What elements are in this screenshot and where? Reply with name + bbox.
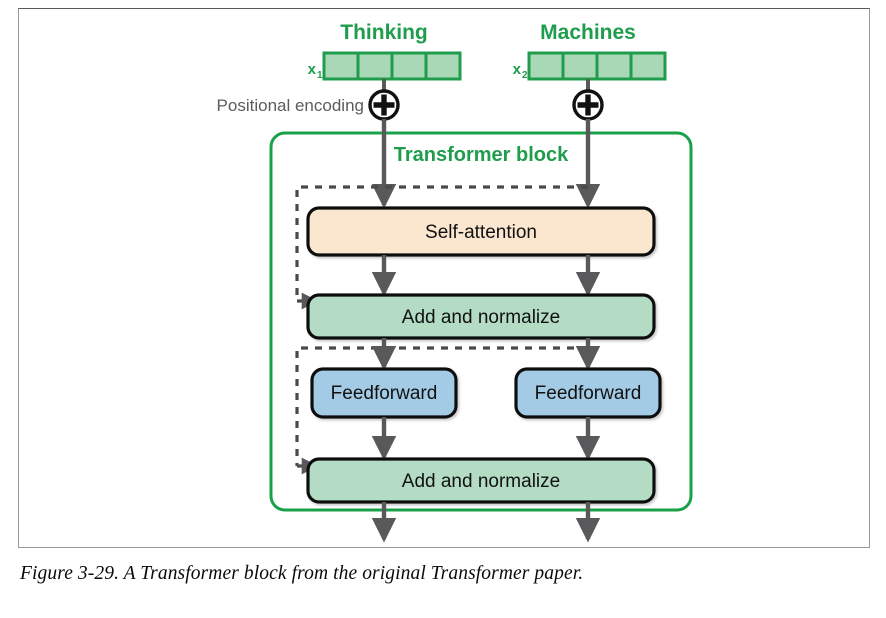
input-word-label-0: Thinking: [340, 21, 428, 44]
embedding-cell: [356, 51, 394, 81]
vector-label-1: x: [513, 61, 522, 78]
positional-encoding-label: Positional encoding: [217, 96, 364, 115]
vector-subscript-1: 2: [522, 70, 528, 81]
embedding-cell: [424, 51, 462, 81]
layer-feedforward-left[interactable]: Feedforward: [310, 367, 458, 419]
feedforward-label-left: Feedforward: [331, 383, 438, 404]
figure-frame: Thinking Machines x 1 x 2 Positi: [18, 8, 870, 548]
circled-plus-icon-left: [368, 89, 400, 121]
layer-add-and-normalize-1[interactable]: Add and normalize: [306, 293, 656, 340]
self-attention-label: Self-attention: [425, 222, 537, 243]
embedding-cell: [527, 51, 565, 81]
layer-add-and-normalize-2[interactable]: Add and normalize: [306, 457, 656, 504]
transformer-block-container: [269, 131, 693, 512]
input-word-label-1: Machines: [540, 21, 636, 44]
self-attention-box[interactable]: [306, 206, 656, 257]
add-and-normalize-label-1: Add and normalize: [402, 307, 560, 328]
add-and-normalize-box-2[interactable]: [306, 457, 656, 504]
embedding-cell: [322, 51, 360, 81]
transformer-block-diagram: Thinking Machines x 1 x 2 Positi: [217, 21, 693, 543]
feedforward-label-right: Feedforward: [535, 383, 642, 404]
embedding-vector-x1: x 1: [308, 51, 462, 81]
figure-caption: Figure 3-29. A Transformer block from th…: [20, 563, 584, 584]
layer-self-attention[interactable]: Self-attention: [306, 206, 656, 257]
circled-plus-icon-right: [572, 89, 604, 121]
embedding-cell: [561, 51, 599, 81]
vector-label-0: x: [308, 61, 317, 78]
embedding-cell: [390, 51, 428, 81]
embedding-cell: [629, 51, 667, 81]
vector-subscript-0: 1: [317, 70, 323, 81]
transformer-block-title: Transformer block: [394, 144, 569, 166]
embedding-vector-x2: x 2: [513, 51, 667, 81]
add-and-normalize-label-2: Add and normalize: [402, 471, 560, 492]
add-and-normalize-box-1[interactable]: [306, 293, 656, 340]
layer-feedforward-right[interactable]: Feedforward: [514, 367, 662, 419]
embedding-cell: [595, 51, 633, 81]
